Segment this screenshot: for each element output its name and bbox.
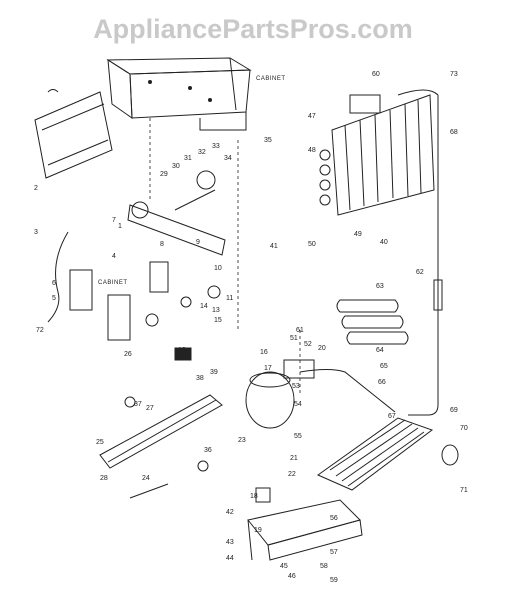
callout-25: 25 — [96, 439, 104, 446]
cabinet-labels: CABINET CABINET — [98, 76, 286, 286]
callout-8: 8 — [160, 241, 164, 248]
relay-parts — [47, 231, 221, 361]
callout-49: 49 — [354, 231, 362, 238]
callout-2: 2 — [34, 185, 38, 192]
callout-30: 30 — [172, 163, 180, 170]
callout-41: 41 — [270, 243, 278, 250]
tube-line — [408, 95, 443, 416]
callout-4: 4 — [112, 253, 116, 260]
callout-10: 10 — [214, 265, 222, 272]
cabinet-top-tag: CABINET — [256, 76, 286, 82]
callout-43: 43 — [226, 539, 234, 546]
callout-38: 38 — [196, 375, 204, 382]
cabinet-left-tag: CABINET — [98, 280, 128, 286]
callout-72: 72 — [36, 327, 44, 334]
callout-66: 66 — [378, 379, 386, 386]
callout-14: 14 — [200, 303, 208, 310]
cabinet-housing — [106, 57, 252, 131]
callout-50: 50 — [308, 241, 316, 248]
callout-21: 21 — [290, 455, 298, 462]
compressor — [245, 359, 396, 429]
leader-lines — [149, 118, 301, 395]
callout-6: 6 — [52, 280, 56, 287]
left-rail — [99, 394, 223, 499]
fan-bracket — [127, 170, 226, 256]
panel-part — [34, 89, 113, 179]
base-frame — [247, 487, 363, 561]
callout-56: 56 — [330, 515, 338, 522]
callout-17: 17 — [264, 365, 272, 372]
callout-54: 54 — [294, 401, 302, 408]
callout-71: 71 — [460, 487, 468, 494]
callout-37: 37 — [134, 401, 142, 408]
callout-69: 69 — [450, 407, 458, 414]
watermark: AppliancePartsPros.com — [93, 14, 413, 44]
callout-3: 3 — [34, 229, 38, 236]
condenser-assembly — [319, 89, 439, 216]
callout-27: 27 — [146, 405, 154, 412]
callout-16: 16 — [260, 349, 268, 356]
callout-44: 44 — [226, 555, 234, 562]
callout-22: 22 — [288, 471, 296, 478]
callout-19: 19 — [254, 527, 262, 534]
callout-18: 18 — [250, 493, 258, 500]
callout-47: 47 — [308, 113, 316, 120]
callout-31: 31 — [184, 155, 192, 162]
callout-63: 63 — [376, 283, 384, 290]
callout-1: 1 — [118, 223, 122, 230]
callout-61: 61 — [296, 327, 304, 334]
callout-5: 5 — [52, 295, 56, 302]
callout-32: 32 — [198, 149, 206, 156]
callout-48: 48 — [308, 147, 316, 154]
callout-62: 62 — [416, 269, 424, 276]
callout-34: 34 — [224, 155, 232, 162]
drain-pan — [316, 417, 459, 491]
callout-57: 57 — [330, 549, 338, 556]
callout-46: 46 — [288, 573, 296, 580]
callout-42: 42 — [226, 509, 234, 516]
callout-13: 13 — [212, 307, 220, 314]
callout-60: 60 — [372, 71, 380, 78]
callout-39: 39 — [210, 369, 218, 376]
callout-9: 9 — [196, 239, 200, 246]
callout-24: 24 — [142, 475, 150, 482]
evaporator-coil — [336, 299, 409, 345]
callout-52: 52 — [304, 341, 312, 348]
callout-67: 67 — [388, 413, 396, 420]
callout-68: 68 — [450, 129, 458, 136]
callout-20: 20 — [318, 345, 326, 352]
callout-70: 70 — [460, 425, 468, 432]
callout-7: 7 — [112, 217, 116, 224]
callout-65: 65 — [380, 363, 388, 370]
callout-15: 15 — [214, 317, 222, 324]
callout-51: 51 — [290, 335, 298, 342]
callout-36: 36 — [204, 447, 212, 454]
callout-73: 73 — [450, 71, 458, 78]
callout-53: 53 — [292, 383, 300, 390]
callout-35: 35 — [264, 137, 272, 144]
callout-58: 58 — [320, 563, 328, 570]
callout-29: 29 — [160, 171, 168, 178]
callout-64: 64 — [376, 347, 384, 354]
callout-23: 23 — [238, 437, 246, 444]
callout-26: 26 — [124, 351, 132, 358]
callout-11: 11 — [226, 295, 233, 302]
callout-55: 55 — [294, 433, 302, 440]
callout-28: 28 — [100, 475, 108, 482]
callout-33: 33 — [212, 143, 220, 150]
callout-45: 45 — [280, 563, 288, 570]
callout-40: 40 — [380, 239, 388, 246]
callout-12: 12 — [178, 347, 186, 354]
callout-59: 59 — [330, 577, 338, 584]
